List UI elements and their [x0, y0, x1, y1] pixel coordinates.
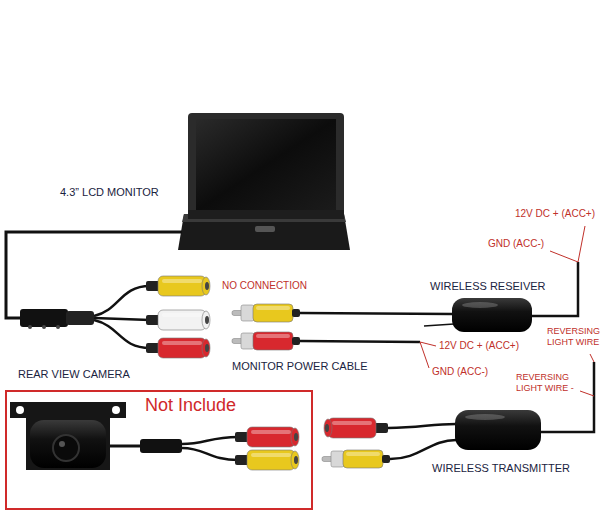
wire-label: REVERSING LIGHT WIRE -: [516, 372, 578, 394]
device-label: WIRELESS RESEIVER: [430, 280, 546, 293]
leader-line: [420, 342, 429, 368]
device-label: WIRELESS TRANSMITTER: [432, 462, 570, 475]
device-label: 4.3” LCD MONITOR: [60, 186, 159, 199]
wire-label: REVERSING LIGHT WIRE: [547, 326, 603, 348]
wire-label: GND (ACC-): [432, 366, 488, 378]
red-power-plug: [232, 332, 300, 350]
video-cable: [300, 313, 452, 314]
yellow-rca-male: [322, 450, 390, 468]
wire-label: 12V DC + (ACC+): [439, 340, 519, 352]
leader-line: [420, 342, 436, 346]
group-box: Not Include: [5, 390, 313, 510]
lcd-monitor: [178, 113, 350, 250]
box-title: Not Include: [145, 396, 236, 416]
device-label: REAR VIEW CAMERA: [18, 368, 130, 381]
monitor-cable: [6, 232, 182, 318]
camera-harness: [20, 276, 210, 358]
yellow-rca-female: [235, 450, 299, 470]
red-rca-female: [146, 338, 210, 358]
wireless-receiver: [424, 226, 585, 332]
power-cable: [300, 341, 420, 342]
yellow-rca-male: [232, 304, 300, 322]
white-rca-female: [146, 310, 210, 330]
note-label: NO CONNECTION: [222, 280, 307, 292]
red-rca-female: [235, 427, 299, 447]
red-rca-female: [324, 418, 388, 438]
wire-label: 12V DC + (ACC+): [515, 208, 595, 220]
device-label: MONITOR POWER CABLE: [232, 360, 367, 373]
wire-label: GND (ACC-): [488, 238, 544, 250]
yellow-rca-female: [146, 276, 210, 296]
